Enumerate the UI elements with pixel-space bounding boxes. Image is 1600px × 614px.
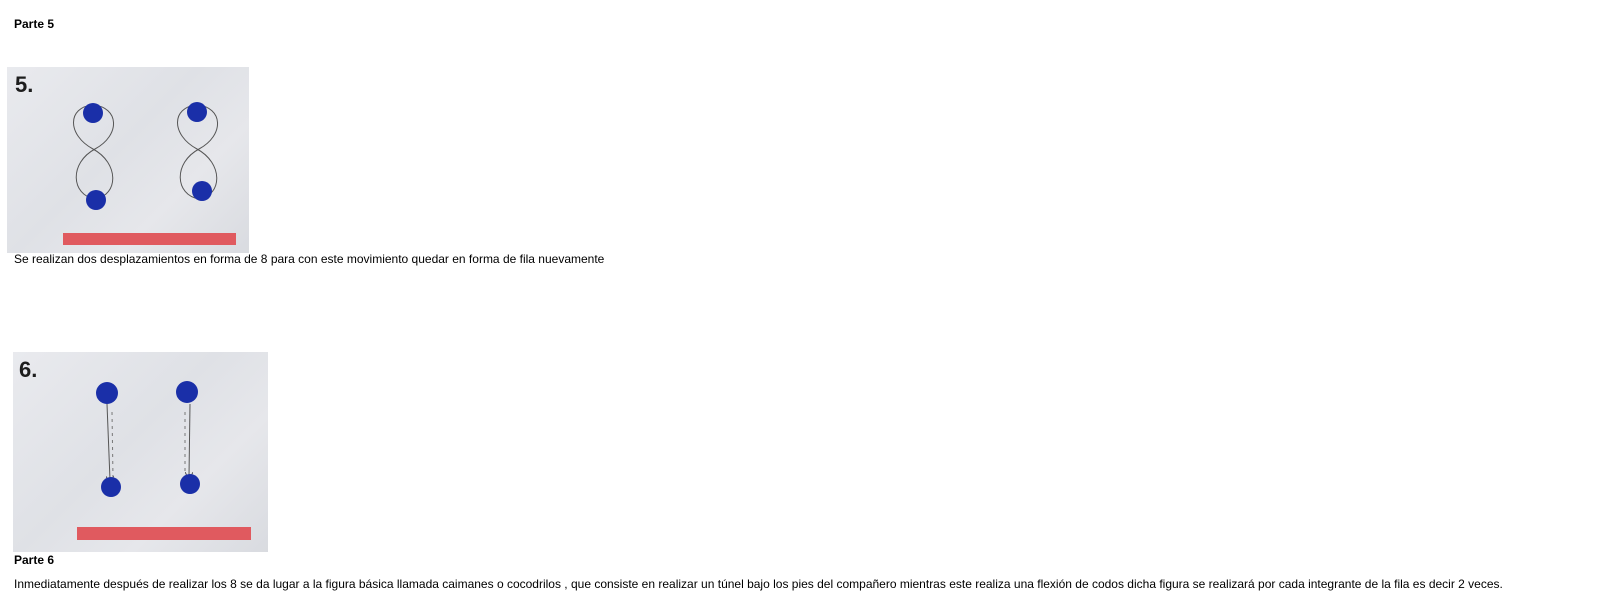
red-line-marker <box>63 233 236 245</box>
dancer-marker-icon <box>101 477 121 497</box>
dancer-marker-icon <box>180 474 200 494</box>
dancer-marker-icon <box>187 102 207 122</box>
dashed-path-icon <box>111 411 114 479</box>
section-6-description: Inmediatamente después de realizar los 8… <box>14 577 1503 591</box>
dancer-marker-icon <box>86 190 106 210</box>
dancer-marker-icon <box>192 181 212 201</box>
down-arrow-path-icon <box>189 403 190 476</box>
section-6-heading: Parte 6 <box>14 553 55 567</box>
section-5-heading: Parte 5 <box>14 17 55 31</box>
dancer-marker-icon <box>96 382 118 404</box>
step-number-label: 6. <box>19 357 37 382</box>
figure-6-drawing: 6. <box>19 357 251 540</box>
figure-5-drawing: 5. <box>15 72 236 245</box>
figure-5-photo: 5. <box>7 67 249 253</box>
figure-6-photo: 6. <box>13 352 268 552</box>
section-5-description: Se realizan dos desplazamientos en forma… <box>14 252 605 266</box>
step-number-label: 5. <box>15 72 33 97</box>
dancer-marker-icon <box>176 381 198 403</box>
red-line-marker <box>77 527 251 540</box>
down-arrow-path-icon <box>107 403 110 480</box>
dancer-marker-icon <box>83 103 103 123</box>
